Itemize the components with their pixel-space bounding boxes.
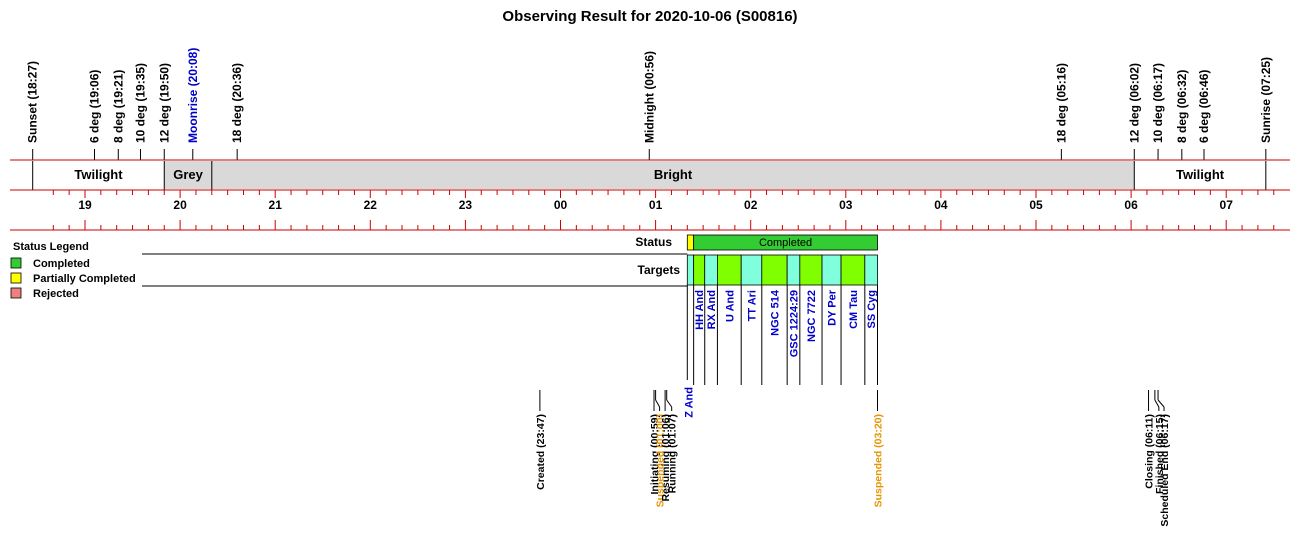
hour-tick-label: 21 [269, 198, 283, 212]
activity-label: Finished (06:15) [1154, 414, 1166, 494]
time-event-label: Midnight (00:56) [642, 51, 656, 143]
target-block [840, 254, 866, 286]
hour-tick-label: 23 [459, 198, 473, 212]
sky-band [32, 161, 165, 189]
time-event-label: 6 deg (06:46) [1197, 70, 1211, 143]
hour-tick-label: 02 [744, 198, 758, 212]
target-block [693, 254, 706, 286]
target-label: GSC 1224:29 [788, 290, 800, 357]
sky-band-label: Twilight [1176, 167, 1225, 182]
target-block [864, 254, 878, 286]
time-event-label: 6 deg (19:06) [88, 70, 102, 143]
page-title: Observing Result for 2020-10-06 (S00816) [502, 8, 797, 25]
time-event-label: 12 deg (19:50) [157, 63, 171, 143]
target-label: Z And [683, 387, 695, 418]
hour-tick-label: 07 [1220, 198, 1234, 212]
status-row-label: Status [635, 235, 672, 249]
hour-tick-label: 01 [649, 198, 663, 212]
time-event-label: 8 deg (19:21) [111, 70, 125, 143]
target-label: U And [724, 290, 736, 322]
target-label: HH And [694, 290, 706, 330]
activity-tick-leader [1157, 399, 1165, 408]
activity-label: Resuming (01:06) [660, 414, 672, 502]
legend-swatch [10, 287, 22, 299]
target-label: TT Ari [746, 290, 758, 321]
target-block [786, 254, 801, 286]
hour-tick-label: 06 [1124, 198, 1138, 212]
sky-bands: Twilight Grey Bright Twilight [10, 159, 1290, 191]
status-segment-label: Completed [759, 237, 812, 249]
activity-events: Created (23:47)Initiating (00:59)Suspend… [535, 390, 1171, 527]
legend-label: Partially Completed [33, 273, 136, 285]
hour-tick-label: 03 [839, 198, 853, 212]
target-label: RX And [706, 290, 718, 329]
time-event-label: 10 deg (19:35) [133, 63, 147, 143]
target-label: SS Cyg [866, 290, 878, 329]
sky-band-label: Bright [654, 167, 693, 182]
targets-row-label: Targets [638, 263, 681, 277]
time-event-label: 18 deg (20:36) [230, 63, 244, 143]
activity-tick-leader [655, 399, 661, 408]
time-events: Sunset (18:27) 6 deg (19:06) 8 deg (19:21)… [26, 48, 1273, 160]
sky-band [211, 161, 1135, 189]
target-label: NGC 514 [769, 289, 781, 336]
legend-label: Completed [33, 258, 90, 270]
time-event-label: 12 deg (06:02) [1127, 63, 1141, 143]
target-block [761, 254, 788, 286]
activity-label: Scheduled End (06:17) [1159, 414, 1171, 527]
activity-tick-leader [1154, 399, 1160, 408]
hour-tick-label: 20 [173, 198, 187, 212]
target-block [740, 254, 763, 286]
hour-tick-label: 05 [1029, 198, 1043, 212]
target-block [717, 254, 742, 286]
target-block [799, 254, 823, 286]
hour-tick-label: 04 [934, 198, 948, 212]
target-label: CM Tau [848, 290, 860, 329]
sky-band [1134, 161, 1266, 189]
time-event-label: 10 deg (06:17) [1151, 63, 1165, 143]
target-block [704, 254, 718, 286]
sky-band-label: Twilight [74, 167, 123, 182]
sky-band [164, 161, 212, 189]
activity-label: Suspended (01:00) [655, 414, 667, 507]
hour-tick-label: 00 [554, 198, 568, 212]
activity-label: Initiating (00:59) [649, 414, 661, 495]
legend-swatch [10, 257, 22, 269]
sky-band-label: Grey [173, 167, 203, 182]
target-label: NGC 7722 [806, 290, 818, 342]
time-event-label: 8 deg (06:32) [1175, 70, 1189, 143]
target-block [821, 254, 842, 286]
target-label: DY Per [827, 289, 839, 326]
legend-title: Status Legend [13, 241, 89, 253]
hour-tick-label: 19 [78, 198, 92, 212]
activity-tick-leader [666, 399, 673, 408]
time-event-label: Moonrise (20:08) [186, 48, 200, 143]
hour-tick-label: 22 [364, 198, 378, 212]
status-segment [686, 234, 695, 251]
activity-label: Suspended (03:20) [873, 414, 885, 507]
activity-label: Running (01:07) [667, 414, 679, 493]
status-segment [693, 234, 878, 251]
legend-swatch [10, 272, 22, 284]
activity-label: Closing (06:11) [1144, 414, 1156, 489]
time-event-label: Sunrise (07:25) [1259, 57, 1273, 143]
legend-label: Rejected [33, 288, 79, 300]
time-event-label: Sunset (18:27) [26, 61, 40, 143]
target-block [686, 254, 695, 286]
hour-axis: 19 20 21 22 23 00 01 02 03 04 05 06 07 [10, 190, 1290, 231]
activity-label: Created (23:47) [535, 414, 547, 490]
time-event-label: 18 deg (05:16) [1054, 63, 1068, 143]
